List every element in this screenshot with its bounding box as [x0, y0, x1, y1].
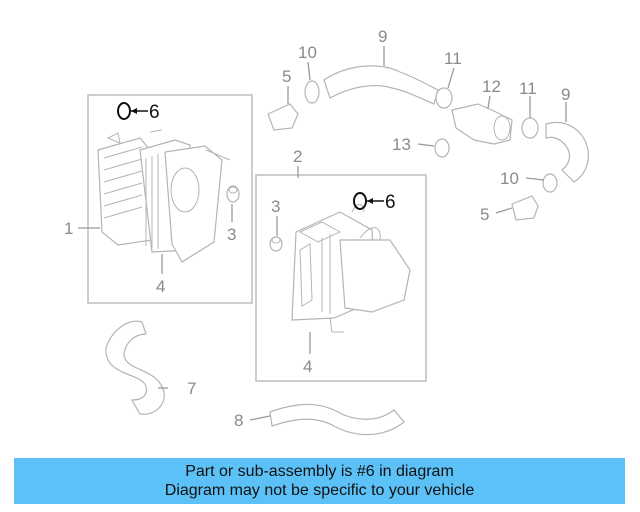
callout-labels: 1 2 3 3 4 4 5 5 6 6 7 8 9 9 10 10 11 11 … [64, 27, 570, 430]
callout-6-left: 6 [149, 102, 160, 123]
intake-hose-8-drawing [269, 403, 405, 436]
callout-10-right: 10 [500, 169, 519, 188]
callout-7: 7 [187, 379, 196, 398]
callout-10-top: 10 [298, 43, 317, 62]
callout-9-right: 9 [561, 85, 570, 104]
banner-line-1: Part or sub-assembly is #6 in diagram [185, 463, 454, 480]
upper-duct-parts-drawing [267, 65, 589, 221]
banner-line-2: Diagram may not be specific to your vehi… [164, 482, 475, 499]
group-box-2 [255, 174, 427, 382]
info-banner: Part or sub-assembly is #6 in diagram Di… [14, 458, 625, 504]
callout-6-center: 6 [385, 192, 396, 213]
leader-lines [78, 46, 567, 421]
callout-5-right: 5 [480, 205, 489, 224]
callout-13: 13 [392, 135, 411, 154]
callout-12: 12 [482, 77, 501, 96]
air-cleaner-assembly-1-drawing [97, 129, 231, 263]
rubber-mount-center-drawing [269, 236, 283, 252]
callout-3-left: 3 [227, 225, 236, 244]
intake-hose-7-drawing [105, 320, 165, 415]
callout-9-top: 9 [378, 27, 387, 46]
seal-ring-left [117, 102, 131, 120]
callout-2: 2 [293, 147, 302, 166]
callout-3-center: 3 [271, 197, 280, 216]
callout-11-right: 11 [519, 79, 537, 98]
callout-1: 1 [64, 219, 73, 238]
callout-11-top: 11 [444, 49, 462, 68]
rubber-mount-left-drawing [226, 185, 240, 203]
callout-4-left: 4 [156, 277, 165, 296]
seal-ring-center [353, 192, 367, 210]
callout-4-center: 4 [303, 357, 312, 376]
air-cleaner-assembly-2-drawing [291, 204, 411, 333]
callout-8: 8 [234, 411, 243, 430]
group-box-1 [87, 94, 253, 304]
callout-5-top: 5 [282, 67, 291, 86]
highlight-arrows [131, 108, 384, 204]
